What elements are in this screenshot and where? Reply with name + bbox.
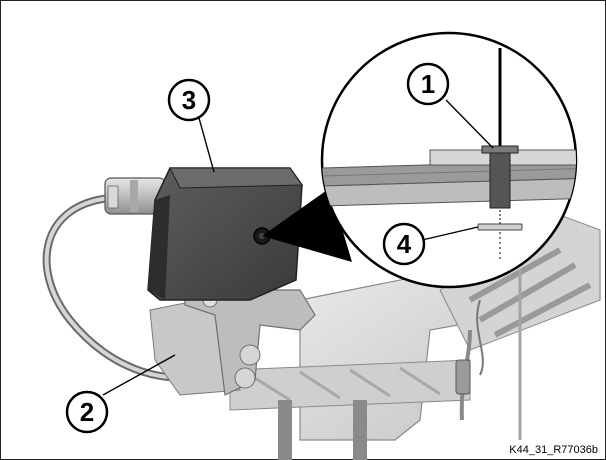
control-unit	[147, 167, 303, 301]
svg-text:2: 2	[80, 397, 94, 427]
sensor-bracket	[149, 249, 316, 396]
leader-lines	[102, 99, 494, 396]
callout-2: 2	[65, 390, 109, 434]
svg-text:4: 4	[397, 229, 412, 259]
connector-plug	[104, 177, 166, 215]
svg-text:1: 1	[421, 69, 435, 99]
reference-code: K44_31_R77036b	[509, 444, 598, 456]
detail-zoom	[320, 31, 578, 289]
callout-3: 3	[167, 78, 211, 122]
callout-4: 4	[382, 222, 426, 266]
seat-frame	[229, 214, 601, 460]
callout-1: 1	[406, 62, 450, 106]
svg-text:3: 3	[182, 85, 196, 115]
